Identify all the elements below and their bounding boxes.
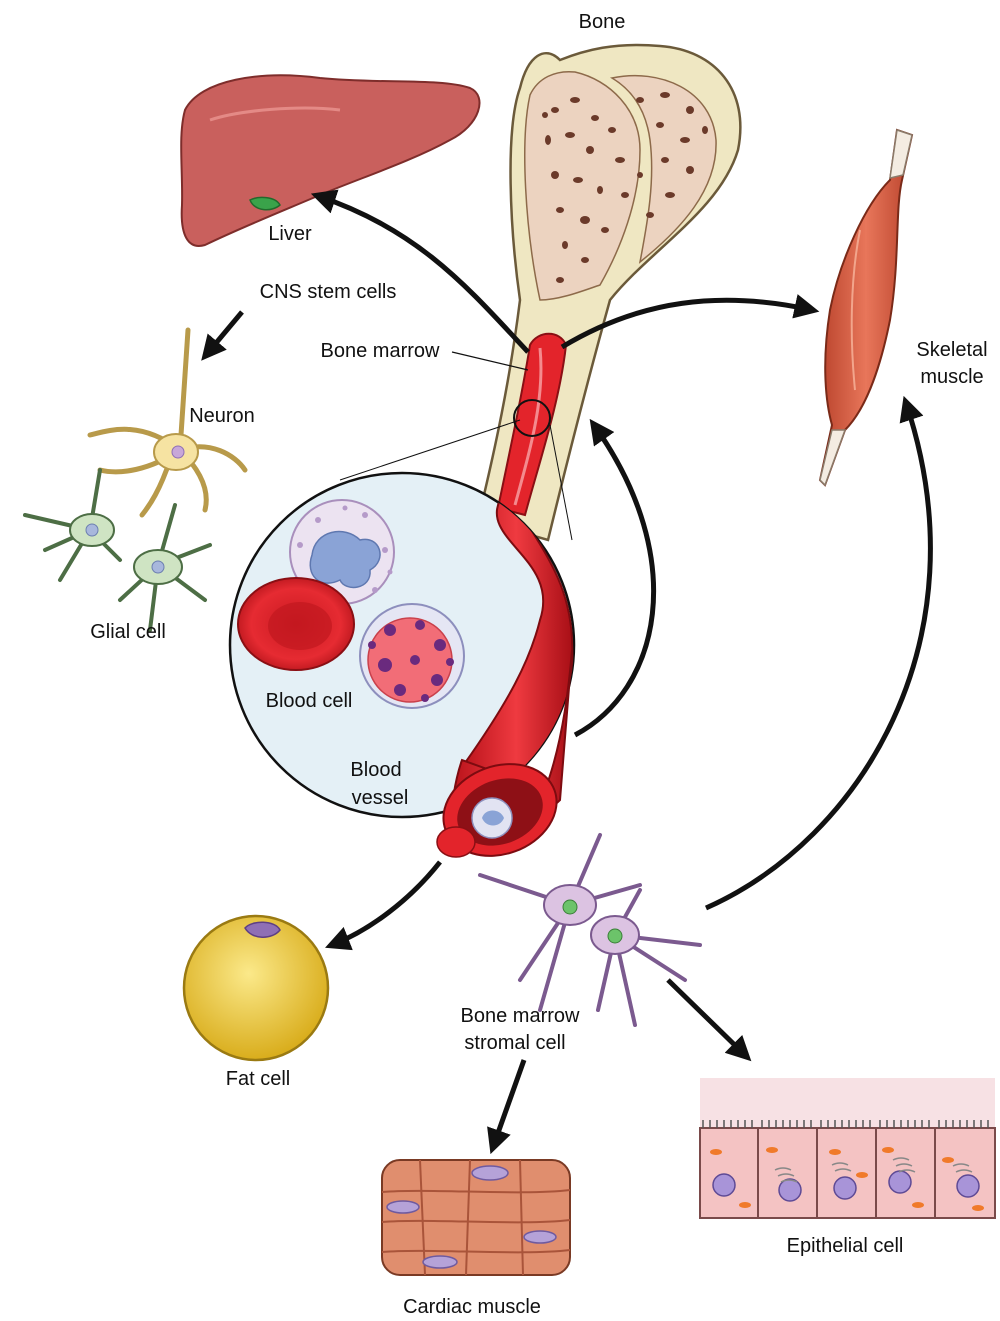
label-blood-cell: Blood cell [266,690,353,712]
label-bone: Bone [579,11,626,33]
arrow-to-fat-cell [332,862,440,945]
granulocyte [360,604,464,708]
red-blood-cell [238,578,354,670]
arrow-to-cardiac-muscle [493,1060,524,1147]
label-blood-vessel-2: vessel [352,787,409,809]
label-epithelial-cell: Epithelial cell [787,1235,904,1257]
skeletal-muscle [820,130,912,485]
label-neuron: Neuron [189,405,255,427]
label-glial-cell: Glial cell [90,621,166,643]
label-liver: Liver [268,223,312,245]
stromal-cells [480,835,700,1025]
liver [181,75,479,246]
label-cns-stem-cells: CNS stem cells [260,281,397,303]
arrow-vessel-to-bone [575,425,654,735]
cardiac-muscle [382,1160,570,1275]
label-bone-marrow: Bone marrow [321,340,440,362]
epithelial-cells [700,1078,995,1218]
label-stromal-cell-2: stromal cell [464,1032,565,1054]
glial-cells [25,470,210,630]
label-fat-cell: Fat cell [226,1068,290,1090]
arrow-cns-to-neuron [206,312,242,355]
arrow-stromal-to-skeletal [706,403,930,908]
label-cardiac-muscle: Cardiac muscle [403,1296,541,1318]
fat-cell [184,916,328,1060]
label-skeletal-muscle-1: Skeletal [916,339,987,361]
label-stromal-cell-1: Bone marrow [461,1005,580,1027]
arrow-to-liver [318,196,528,352]
label-skeletal-muscle-2: muscle [920,366,983,388]
label-blood-vessel-1: Blood [350,759,401,781]
arrow-to-epithelial [668,980,746,1056]
